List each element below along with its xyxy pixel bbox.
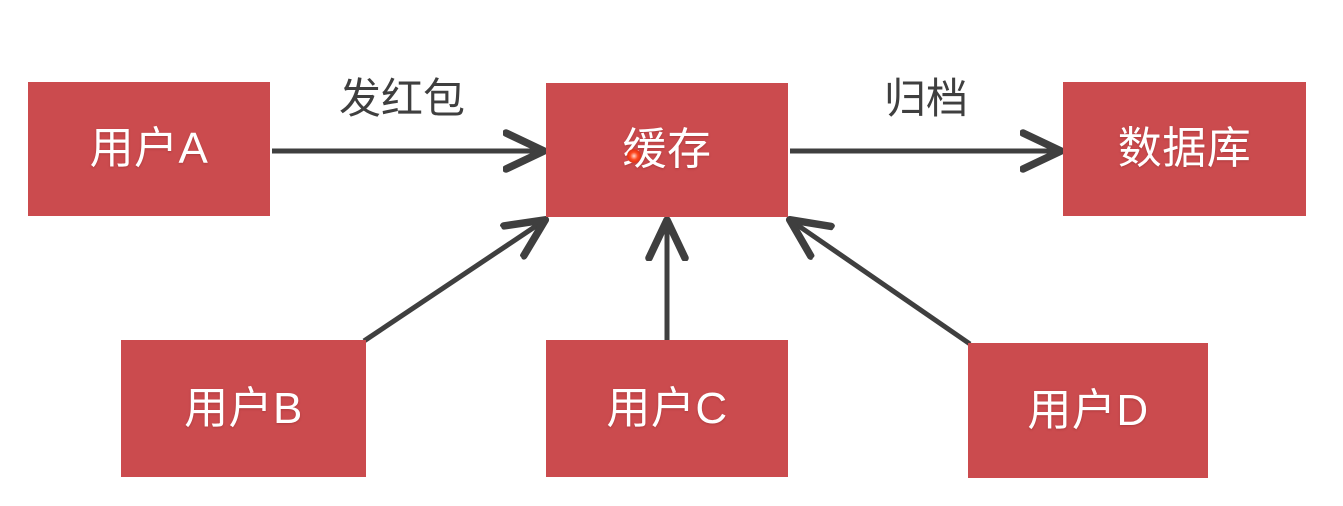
- node-user-c-label: 用户C: [606, 383, 728, 433]
- edge-label-archive: 归档: [883, 75, 969, 122]
- node-user-b[interactable]: 用户B: [121, 340, 366, 477]
- node-database-label: 数据库: [1117, 124, 1252, 173]
- node-database[interactable]: 数据库: [1063, 82, 1306, 216]
- node-user-c[interactable]: 用户C: [546, 340, 788, 477]
- node-user-d-label: 用户D: [1027, 385, 1149, 435]
- node-user-d[interactable]: 用户D: [968, 343, 1208, 478]
- node-cache[interactable]: 缓存: [546, 83, 788, 217]
- edge-user-b-to-cache: [362, 222, 542, 344]
- node-user-b-label: 用户B: [184, 383, 303, 433]
- node-user-a[interactable]: 用户A: [28, 82, 270, 216]
- node-user-a-label: 用户A: [89, 124, 209, 173]
- edge-user-d-to-cache: [793, 222, 972, 347]
- edge-label-send-red-packet: 发红包: [338, 75, 466, 122]
- cursor-click-marker: [627, 149, 641, 163]
